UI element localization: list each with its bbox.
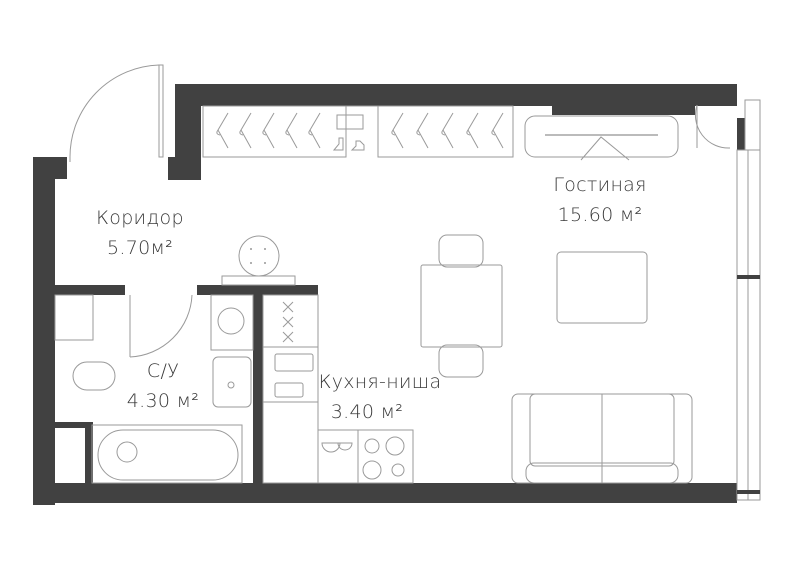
room-name: С/У	[146, 360, 180, 382]
hanger-icon	[262, 112, 275, 149]
sofa	[511, 393, 693, 484]
entry-door[interactable]	[69, 64, 164, 162]
room-area: 4.30 м²	[126, 390, 200, 412]
hanger-icon	[308, 112, 321, 149]
kitchen-fixtures	[262, 294, 414, 484]
hanger-icon	[416, 112, 429, 149]
round-stool	[221, 235, 296, 286]
room-name: Гостиная	[553, 174, 647, 196]
tv-cabinet	[524, 115, 679, 161]
hanger-icon	[391, 112, 404, 149]
dining-table	[420, 234, 503, 378]
hanger-icon	[491, 112, 504, 149]
room-area: 3.40 м²	[330, 401, 404, 423]
bathroom-door[interactable]	[129, 294, 193, 358]
coffee-table	[556, 251, 648, 324]
hanger-icon	[285, 112, 298, 149]
room-label-corridor: Коридор 5.70м²	[96, 207, 184, 259]
hanger-icon	[441, 112, 454, 149]
walls	[33, 84, 745, 505]
hanger-icon	[239, 112, 252, 149]
room-label-living: Гостиная 15.60 м²	[553, 174, 646, 226]
room-label-kitchen: Кухня-ниша 3.40 м²	[319, 371, 442, 423]
bathroom-fixtures	[54, 294, 254, 484]
room-label-bathroom: С/У 4.30 м²	[127, 360, 199, 412]
wardrobe	[202, 105, 514, 158]
room-area: 5.70м²	[106, 237, 174, 259]
room-name: Коридор	[96, 207, 184, 229]
hanger-icon	[216, 112, 229, 149]
room-area: 15.60 м²	[557, 204, 643, 226]
balcony-window	[694, 99, 761, 501]
hanger-icon	[466, 112, 479, 149]
room-name: Кухня-ниша	[318, 371, 442, 393]
